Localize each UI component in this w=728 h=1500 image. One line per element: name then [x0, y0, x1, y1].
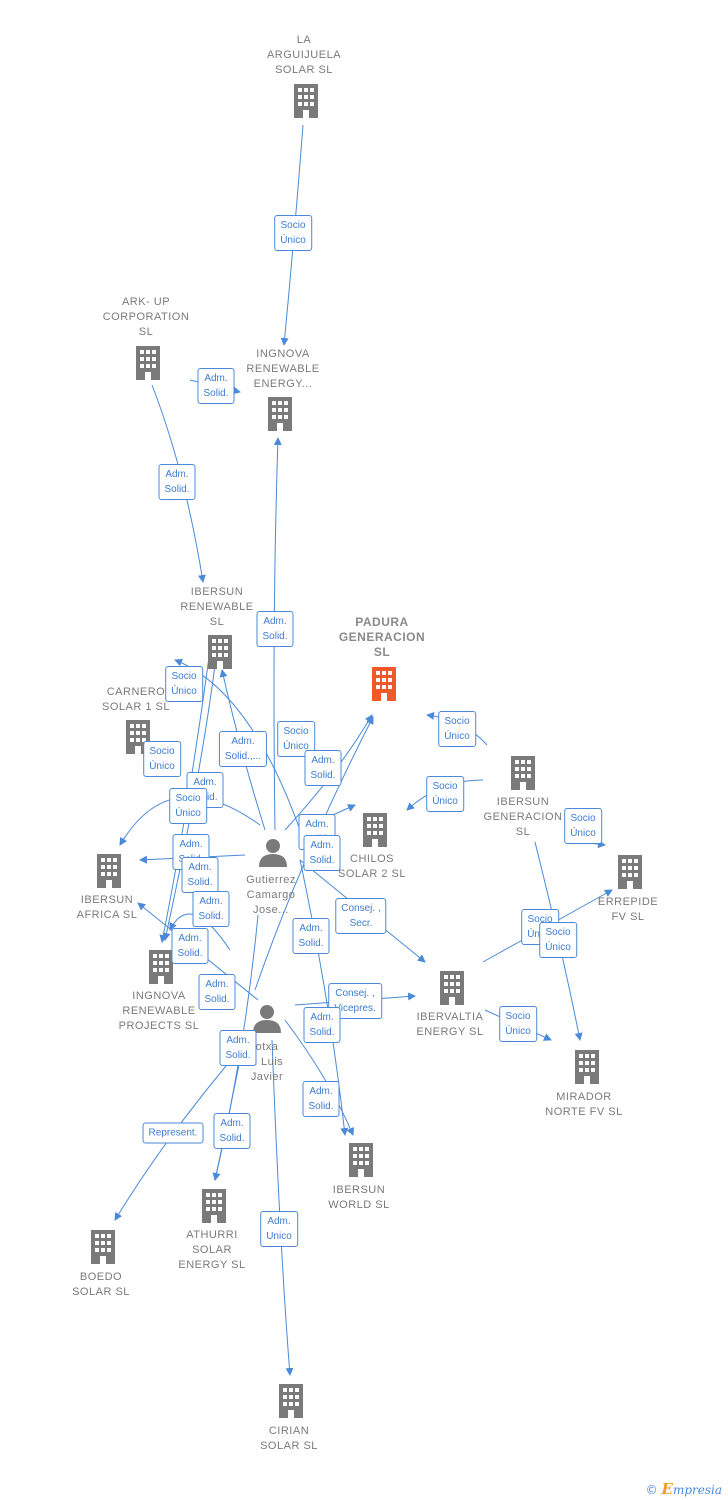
company-building-icon[interactable] — [511, 756, 535, 790]
brand-logo[interactable]: © Empresia — [646, 1480, 722, 1498]
edge-label: Socio Único — [539, 922, 577, 958]
node-label-boedo[interactable]: BOEDO SOLAR SL — [72, 1271, 130, 1298]
node-label-ibervaltia[interactable]: IBERVALTIA ENERGY SL — [416, 1011, 484, 1038]
company-building-icon[interactable] — [575, 1050, 599, 1084]
edge-label: Adm. Solid. — [302, 1081, 340, 1117]
node-label-ingnova-energy[interactable]: INGNOVA RENEWABLE ENERGY... — [246, 348, 320, 390]
edge-label: Consej. , Vicepres. — [328, 983, 382, 1019]
edge-label: Adm. Solid. — [198, 974, 236, 1010]
company-building-icon[interactable] — [618, 855, 642, 889]
edge — [271, 1039, 294, 1376]
edge-label: Adm. Solid. — [292, 918, 330, 954]
company-building-icon[interactable] — [202, 1189, 226, 1223]
company-building-icon[interactable] — [363, 813, 387, 847]
edge-label: Socio Único — [143, 741, 181, 777]
edge-label: Consej. , Secr. — [335, 898, 387, 934]
node-label-errepide[interactable]: ERREPIDE FV SL — [597, 896, 659, 923]
edge-label: Adm. Solid. — [304, 750, 342, 786]
company-building-icon[interactable] — [440, 971, 464, 1005]
node-label-padura[interactable]: PADURA GENERACION SL — [338, 615, 426, 659]
company-building-icon[interactable] — [294, 84, 318, 118]
node-label-chilos[interactable]: CHILOS SOLAR 2 SL — [338, 853, 406, 880]
node-label-mirador[interactable]: MIRADOR NORTE FV SL — [545, 1091, 623, 1118]
company-building-icon[interactable] — [279, 1384, 303, 1418]
edge-label: Adm. Solid. — [303, 835, 341, 871]
node-label-ingnova-projects[interactable]: INGNOVA RENEWABLE PROJECTS SL — [118, 990, 200, 1032]
edge-label: Adm. Solid. — [171, 928, 209, 964]
company-building-icon[interactable] — [268, 397, 292, 431]
node-label-athurri[interactable]: ATHURRI SOLAR ENERGY SL — [178, 1229, 246, 1271]
edge-label: Adm. Unico — [260, 1211, 298, 1247]
edge-label: Socio Único — [564, 808, 602, 844]
edge-label: Socio Único — [499, 1006, 537, 1042]
node-label-ibersun-renewable[interactable]: IBERSUN RENEWABLE SL — [180, 586, 254, 628]
company-building-icon[interactable] — [349, 1143, 373, 1177]
copyright-symbol: © — [645, 1483, 658, 1497]
edge-label: Adm. Solid. — [192, 891, 230, 927]
edge-label: Adm. Solid. — [158, 464, 196, 500]
edge — [284, 1019, 354, 1136]
node-label-ibersun-world[interactable]: IBERSUN WORLD SL — [328, 1184, 390, 1211]
edge-label: Socio Único — [426, 776, 464, 812]
person-icon[interactable] — [258, 837, 288, 867]
node-label-gutierrez[interactable]: Gutierrez Camargo Jose... — [246, 874, 296, 916]
edge-label: Adm. Solid. — [219, 1030, 257, 1066]
edge-label: Adm. Solid. — [213, 1113, 251, 1149]
focus-company-building-icon[interactable] — [372, 667, 396, 701]
edge-label: Socio Único — [274, 215, 312, 251]
company-building-icon[interactable] — [149, 950, 173, 984]
company-building-icon[interactable] — [208, 635, 232, 669]
company-building-icon[interactable] — [136, 346, 160, 380]
edge-label: Represent. — [142, 1122, 204, 1144]
edge-label: Socio Único — [438, 711, 476, 747]
person-icon[interactable] — [252, 1003, 282, 1033]
edge-label: Adm. Solid. — [181, 857, 219, 893]
brand-initial: E — [661, 1480, 673, 1498]
node-label-carnero[interactable]: CARNERO SOLAR 1 SL — [102, 686, 170, 713]
edge-label: Socio Único — [169, 788, 207, 824]
node-label-ibersun-africa[interactable]: IBERSUN AFRICA SL — [76, 894, 138, 921]
edge-label: Adm. Solid.,... — [218, 731, 268, 767]
node-label-cirian[interactable]: CIRIAN SOLAR SL — [260, 1425, 318, 1452]
edge — [299, 859, 349, 1136]
edge-label: Adm. Solid. — [303, 1007, 341, 1043]
edge-label: Adm. Solid. — [256, 611, 294, 647]
edge-label: Adm. Solid. — [197, 368, 235, 404]
brand-name: mpresia — [672, 1483, 722, 1497]
company-building-icon[interactable] — [97, 854, 121, 888]
node-label-ark-up[interactable]: ARK- UP CORPORATION SL — [102, 296, 190, 338]
node-label-ibersun-generacion[interactable]: IBERSUN GENERACION SL — [483, 796, 563, 838]
company-building-icon[interactable] — [91, 1230, 115, 1264]
node-label-la-arguijuela[interactable]: LA ARGUIJUELA SOLAR SL — [266, 34, 342, 76]
edge-label: Socio Único — [165, 666, 203, 702]
